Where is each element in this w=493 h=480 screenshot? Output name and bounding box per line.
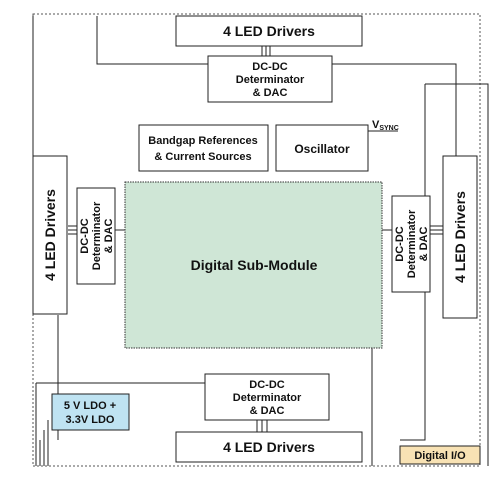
- dac-left-line3: & DAC: [103, 219, 115, 254]
- ldo-block: 5 V LDO + 3.3V LDO: [51, 393, 130, 431]
- dac-left: DC-DC Determinator & DAC: [76, 187, 116, 285]
- dac-left-line2: Determinator: [91, 201, 103, 270]
- dac-bottom-line3: & DAC: [250, 405, 285, 417]
- vsync-label: VSYNC: [372, 119, 399, 132]
- digital-io-block: Digital I/O: [399, 445, 481, 465]
- bandgap-line1: Bandgap References: [148, 135, 257, 147]
- led-drivers-bottom-label: 4 LED Drivers: [223, 439, 315, 455]
- digital-sub-module-label: Digital Sub-Module: [191, 257, 318, 273]
- oscillator-block: Oscillator VSYNC: [275, 119, 399, 172]
- dac-right: DC-DC Determinator & DAC: [391, 195, 431, 293]
- dac-top-line3: & DAC: [253, 87, 288, 99]
- dac-top-line2: Determinator: [236, 74, 305, 86]
- oscillator-label: Oscillator: [294, 142, 350, 156]
- led-drivers-left: 4 LED Drivers: [32, 155, 68, 315]
- digital-io-label: Digital I/O: [414, 450, 466, 462]
- dac-right-line2: Determinator: [406, 209, 418, 278]
- dac-bottom-line2: Determinator: [233, 392, 302, 404]
- routing-lines: [32, 16, 489, 466]
- digital-sub-module: Digital Sub-Module: [124, 181, 383, 349]
- led-drivers-top: 4 LED Drivers: [175, 15, 363, 47]
- bandgap-line2: & Current Sources: [154, 151, 251, 163]
- led-drivers-top-label: 4 LED Drivers: [223, 23, 315, 39]
- ldo-line1: 5 V LDO +: [64, 400, 116, 412]
- ldo-line2: 3.3V LDO: [66, 414, 115, 426]
- vsync-main: V: [372, 119, 380, 131]
- bandgap-block: Bandgap References & Current Sources: [138, 124, 269, 172]
- dac-top-line1: DC-DC: [252, 61, 287, 73]
- led-drivers-right-label: 4 LED Drivers: [452, 191, 468, 283]
- dac-top: DC-DC Determinator & DAC: [207, 55, 333, 103]
- vsync-sub: SYNC: [379, 125, 398, 132]
- led-drivers-bottom: 4 LED Drivers: [175, 431, 363, 463]
- led-drivers-right: 4 LED Drivers: [442, 155, 478, 319]
- led-drivers-left-label: 4 LED Drivers: [42, 189, 58, 281]
- dac-right-line1: DC-DC: [394, 226, 406, 261]
- dac-bottom-line1: DC-DC: [249, 379, 284, 391]
- dac-right-line3: & DAC: [418, 227, 430, 262]
- dac-bottom: DC-DC Determinator & DAC: [204, 373, 330, 421]
- dac-left-line1: DC-DC: [79, 218, 91, 253]
